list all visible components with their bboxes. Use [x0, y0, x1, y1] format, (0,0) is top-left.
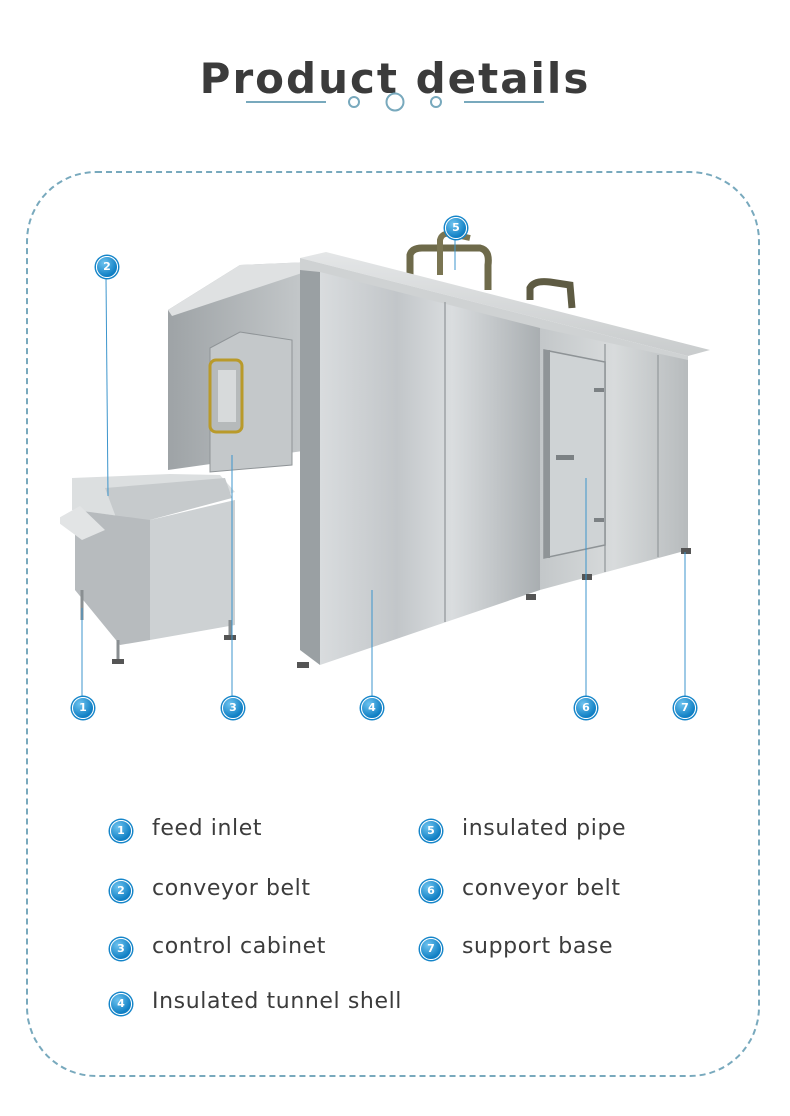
- legend-label: conveyor belt: [152, 876, 311, 901]
- title-divider: [246, 92, 544, 112]
- callout-3: 3: [222, 697, 244, 719]
- callout-6: 6: [575, 697, 597, 719]
- legend-badge: 6: [420, 880, 442, 902]
- legend-badge: 2: [110, 880, 132, 902]
- legend-label: insulated pipe: [462, 816, 627, 841]
- legend-badge: 4: [110, 993, 132, 1015]
- legend-badge: 1: [110, 820, 132, 842]
- callout-7: 7: [674, 697, 696, 719]
- callout-5: 5: [445, 217, 467, 239]
- legend-label: conveyor belt: [462, 876, 621, 901]
- legend-label: support base: [462, 934, 614, 959]
- legend-badge: 5: [420, 820, 442, 842]
- callout-2: 2: [96, 256, 118, 278]
- tunnel-freezer-image: [60, 230, 710, 696]
- legend-label: feed inlet: [152, 816, 263, 841]
- callout-1: 1: [72, 697, 94, 719]
- legend-label: control cabinet: [152, 934, 327, 959]
- legend-badge: 3: [110, 938, 132, 960]
- callout-4: 4: [361, 697, 383, 719]
- content-frame: [26, 171, 760, 1077]
- legend-badge: 7: [420, 938, 442, 960]
- page-title: Product details: [199, 54, 591, 104]
- legend-label: Insulated tunnel shell: [152, 989, 403, 1014]
